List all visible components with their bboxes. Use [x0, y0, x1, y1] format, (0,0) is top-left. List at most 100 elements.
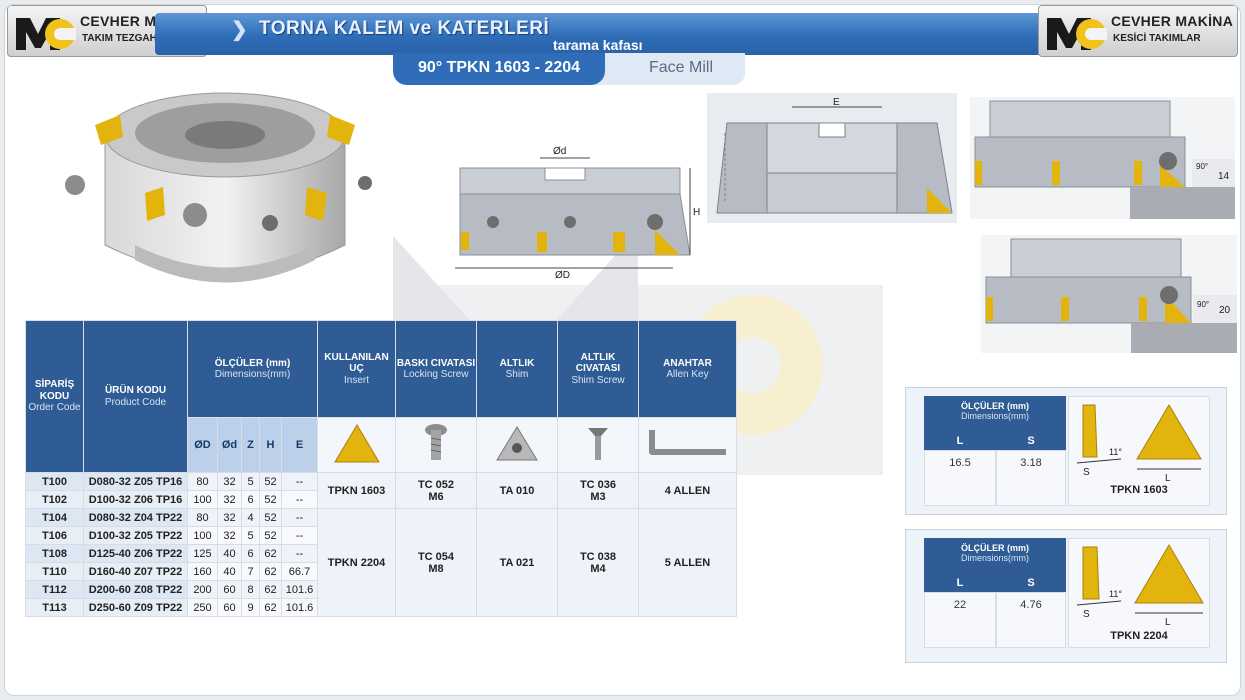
dim-H: 62: [259, 580, 282, 599]
dim-H: 62: [259, 544, 282, 563]
company-division: TAKIM TEZGAHLARI: [82, 33, 181, 44]
shim-code: TA 010: [476, 472, 558, 509]
col-L: L: [924, 432, 996, 450]
col-S: S: [996, 432, 1066, 450]
l-dimension-label: L: [1165, 473, 1171, 484]
product-code: D100-32 Z05 TP22: [83, 526, 188, 545]
table-row: T106 D100-32 Z05 TP22 100 32 5 52 --: [25, 526, 737, 545]
insert-name: TPKN 2204: [1110, 630, 1168, 642]
product-code: D160-40 Z07 TP22: [83, 562, 188, 581]
dim-H: 52: [259, 472, 282, 491]
value-S: 4.76: [996, 592, 1066, 648]
triangle-insert-icon: [333, 423, 380, 462]
dim-E: 101.6: [281, 598, 318, 617]
insert-profile-drawing: 11° S L: [1076, 404, 1202, 484]
dim-d: 60: [217, 598, 242, 617]
order-code: T100: [25, 472, 84, 491]
order-code: T106: [25, 526, 84, 545]
dim-col-d: Ød: [217, 417, 242, 473]
dim-Z: 6: [241, 490, 260, 509]
insert-icon-cell: [317, 417, 396, 473]
product-tab: 90° TPKN 1603 - 2204 Face Mill: [393, 53, 745, 85]
shim-icon-cell: [476, 417, 558, 473]
product-code: D200-60 Z08 TP22: [83, 580, 188, 599]
height-label: H: [693, 207, 700, 218]
dim-Z: 5: [241, 472, 260, 491]
value-L: 22: [924, 592, 996, 648]
company-name: CEVHER MAKİNA: [1111, 13, 1234, 29]
dim-D: 160: [187, 562, 218, 581]
dim-D: 200: [187, 580, 218, 599]
dim-Z: 8: [241, 580, 260, 599]
insert-profile-drawing: 11° S L: [1076, 544, 1204, 628]
dim-d: 32: [217, 508, 242, 527]
dim-title: ÖLÇÜLER (mm)Dimensions(mm): [924, 396, 1066, 432]
dim-E: --: [281, 508, 318, 527]
shim-icon: [496, 425, 538, 460]
cevher-logo-icon: [1047, 18, 1107, 50]
order-code: T102: [25, 490, 84, 509]
l-dimension-label: L: [1165, 617, 1171, 628]
shim-screw-icon-cell: [557, 417, 639, 473]
dim-col-D: ØD: [187, 417, 218, 473]
order-code: T104: [25, 508, 84, 527]
s-dimension-label: S: [1083, 467, 1090, 478]
bore-diameter-label: Ød: [553, 146, 566, 157]
title-banner: ❯ TORNA KALEM ve KATERLERİ tarama kafası: [155, 13, 1080, 55]
chevron-right-icon: ❯: [231, 19, 248, 41]
dim-col-Z: Z: [241, 417, 260, 473]
cutting-depth-14-drawing: 90° 14: [970, 97, 1235, 219]
dim-Z: 6: [241, 544, 260, 563]
value-S: 3.18: [996, 450, 1066, 506]
dim-D: 80: [187, 472, 218, 491]
dim-H: 52: [259, 490, 282, 509]
dimensions-header: ÖLÇÜLER (mm)Dimensions(mm): [187, 320, 318, 418]
allen-key-size: 4 ALLEN: [638, 472, 737, 509]
dim-Z: 9: [241, 598, 260, 617]
category-label: Face Mill: [648, 59, 713, 76]
insert-name: TPKN 1603: [1110, 484, 1168, 496]
dim-Z: 4: [241, 508, 260, 527]
right-logo: CEVHER MAKİNA KESİCİ TAKIMLAR: [1038, 5, 1238, 57]
side-view-drawing: Ød H ØD: [455, 146, 700, 280]
insert-dimensions-tpkn2204: ÖLÇÜLER (mm)Dimensions(mm) L S 22 4.76 1…: [905, 529, 1227, 663]
order-code: T112: [25, 580, 84, 599]
dim-D: 100: [187, 490, 218, 509]
screw-icon-cell: [395, 417, 477, 473]
angle-label: 90°: [1197, 300, 1209, 309]
catalog-page: CEVHER MAKİNA TAKIM TEZGAHLARI ❯ TORNA K…: [4, 4, 1241, 696]
locking-screw-icon: [425, 423, 447, 460]
dim-Z: 5: [241, 526, 260, 545]
insert-dimensions-tpkn1603: ÖLÇÜLER (mm)Dimensions(mm) L S 16.5 3.18…: [905, 387, 1227, 515]
dim-title: ÖLÇÜLER (mm)Dimensions(mm): [924, 538, 1066, 574]
dim-d: 40: [217, 544, 242, 563]
dim-d: 32: [217, 490, 242, 509]
table-row: T108 D125-40 Z06 TP22 125 40 6 62 --: [25, 544, 737, 563]
e-dimension-label: E: [833, 97, 840, 108]
table-row: T100 D080-32 Z05 TP16 80 32 5 52 -- TPKN…: [25, 472, 737, 509]
dim-D: 100: [187, 526, 218, 545]
cevher-logo-icon: [16, 18, 76, 50]
outer-diameter-label: ØD: [555, 270, 570, 280]
product-code: D080-32 Z05 TP16: [83, 472, 188, 491]
insert-code: TPKN 1603: [317, 472, 396, 509]
allen-key-size: 5 ALLEN: [638, 508, 737, 617]
allen-key-icon: [648, 429, 726, 455]
face-mill-tool-image: [65, 92, 372, 283]
dim-d: 32: [217, 472, 242, 491]
dim-E: --: [281, 490, 318, 509]
angle-label: 11°: [1109, 447, 1122, 457]
dim-col-E: E: [281, 417, 318, 473]
dim-d: 60: [217, 580, 242, 599]
dim-col-H: H: [259, 417, 282, 473]
insert-drawing-area: 11° S L: [1068, 396, 1210, 506]
dim-D: 80: [187, 508, 218, 527]
dim-E: 66.7: [281, 562, 318, 581]
dim-E: --: [281, 544, 318, 563]
